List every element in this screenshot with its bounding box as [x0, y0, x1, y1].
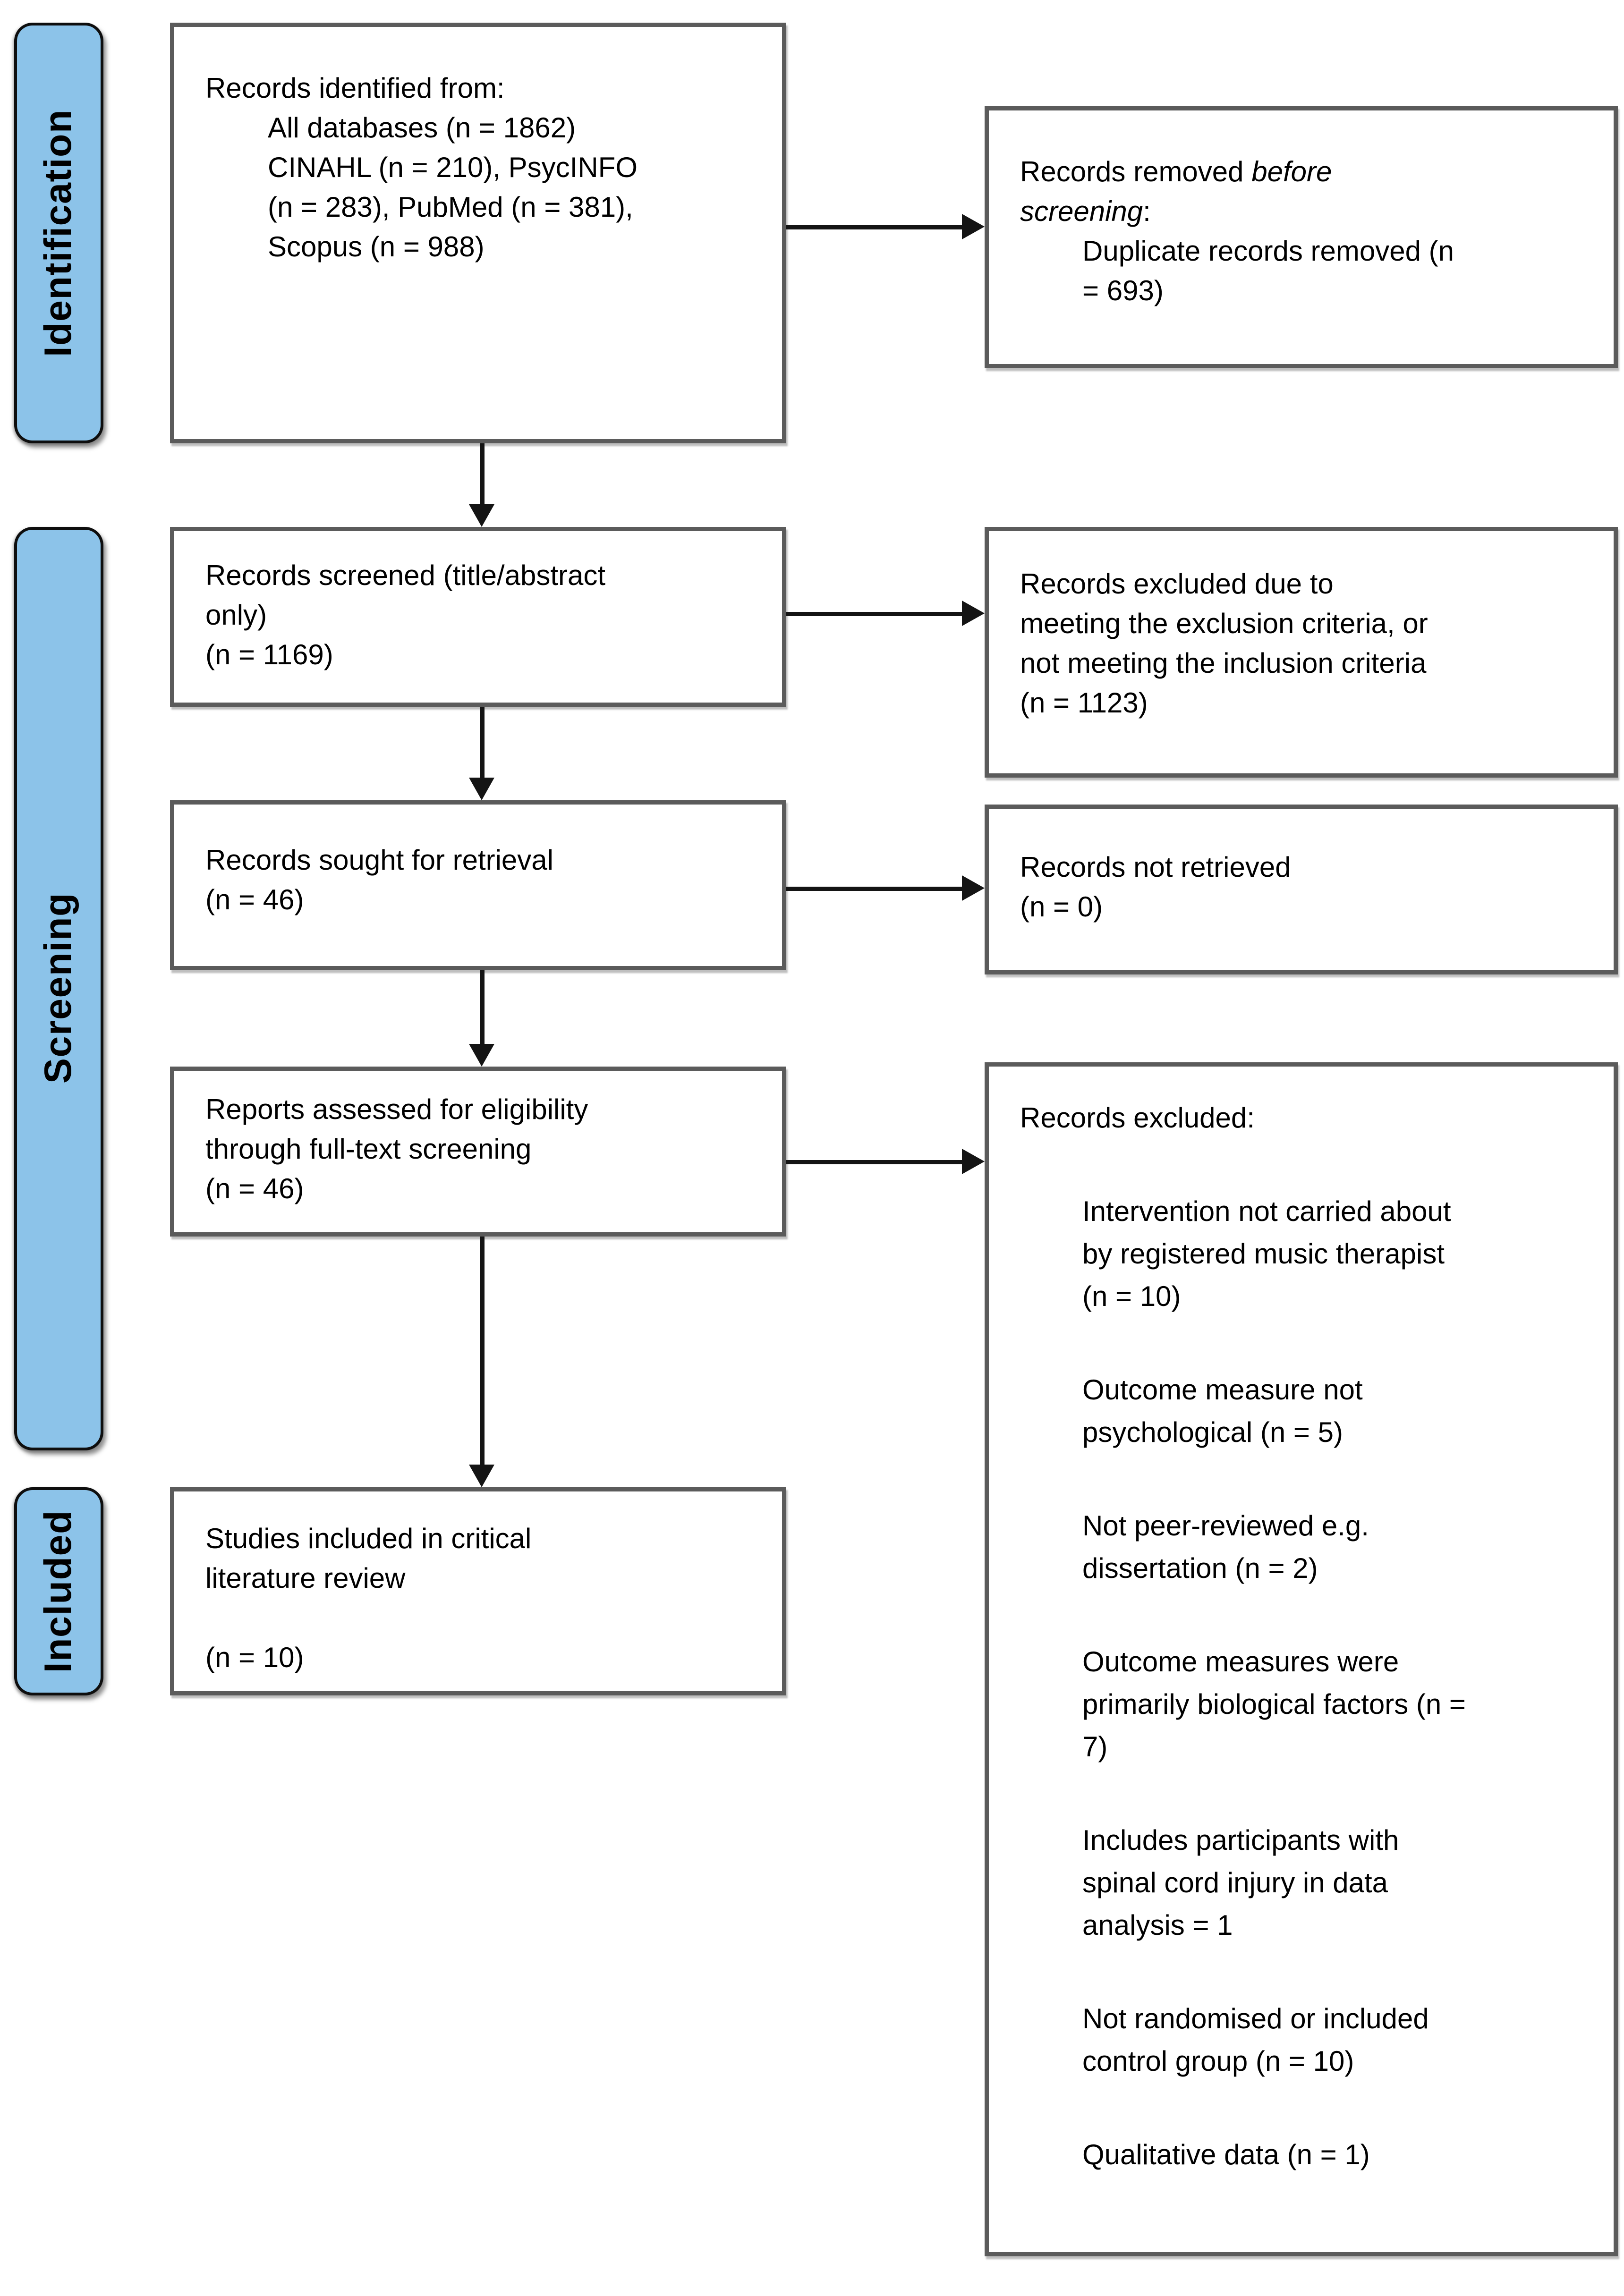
box-records-not-retrieved: Records not retrieved (n = 0) [985, 805, 1618, 974]
box-records-identified: Records identified from: All databases (… [170, 23, 786, 443]
box-studies-included: Studies included in critical literature … [170, 1487, 786, 1695]
arrowhead-screened-to-excluded [962, 601, 985, 626]
studies-included-line: Studies included in critical [205, 1524, 532, 1555]
arrowhead-identified-to-removed [962, 214, 985, 239]
records-excluded-line: Records excluded due to [1020, 569, 1334, 601]
arrowhead-sought-to-not-retrieved [962, 875, 985, 901]
stage-label-included: Included [14, 1487, 103, 1695]
records-screened-line: (n = 1169) [205, 640, 333, 671]
reports-assessed-line: (n = 46) [205, 1174, 304, 1205]
arrow-screened-to-excluded [786, 612, 962, 616]
exclusion-reason: Includes participants with spinal cord i… [1082, 1826, 1399, 1942]
arrow-sought-to-assessed [480, 970, 485, 1047]
studies-included-line: (n = 10) [205, 1643, 304, 1674]
exclusion-reason: Not peer-reviewed e.g. dissertation (n =… [1082, 1511, 1369, 1585]
box-records-screened: Records screened (title/abstract only) (… [170, 527, 786, 707]
records-removed-line: Records removed before [1020, 157, 1332, 188]
records-removed-line: = 693) [1082, 276, 1164, 307]
blank-line [205, 1599, 762, 1639]
exclusion-reason: Intervention not carried about by regist… [1082, 1197, 1451, 1313]
records-identified-line: Scopus (n = 988) [268, 232, 485, 263]
records-screened-line: Records screened (title/abstract [205, 561, 606, 592]
arrow-assessed-to-included [480, 1237, 485, 1467]
arrowhead-sought-to-assessed [469, 1044, 494, 1067]
exclusion-reason: Outcome measure not psychological (n = 5… [1082, 1375, 1363, 1449]
arrowhead-identified-to-screened [469, 504, 494, 527]
records-removed-line: screening: [1020, 197, 1151, 228]
arrow-assessed-to-excluded-fulltext [786, 1160, 962, 1164]
reports-assessed-line: Reports assessed for eligibility [205, 1095, 588, 1126]
arrow-screened-to-sought [480, 707, 485, 780]
records-identified-line: (n = 283), PubMed (n = 381), [268, 193, 633, 224]
box-records-excluded-fulltext: Records excluded: Intervention not carri… [985, 1062, 1618, 2256]
box-reports-assessed: Reports assessed for eligibility through… [170, 1067, 786, 1237]
records-not-retrieved-line: (n = 0) [1020, 892, 1103, 923]
box-records-excluded-criteria: Records excluded due to meeting the excl… [985, 527, 1618, 778]
arrow-sought-to-not-retrieved [786, 887, 962, 891]
records-identified-line: Records identified from: [205, 74, 505, 105]
records-identified-line: All databases (n = 1862) [268, 113, 576, 144]
stage-label-identification-text: Identification [37, 109, 79, 357]
box-records-removed-before-screening: Records removed before screening: Duplic… [985, 106, 1618, 368]
stage-label-included-text: Included [37, 1509, 79, 1673]
records-excluded-line: (n = 1123) [1020, 688, 1148, 720]
stage-label-screening: Screening [14, 527, 103, 1450]
exclusion-reason: Outcome measures were primarily biologic… [1082, 1647, 1466, 1763]
arrowhead-assessed-to-excluded-fulltext [962, 1149, 985, 1174]
arrow-identified-to-screened [480, 443, 485, 507]
records-excluded-line: not meeting the inclusion criteria [1020, 649, 1427, 680]
records-identified-line: CINAHL (n = 210), PsycINFO [268, 153, 638, 184]
arrowhead-screened-to-sought [469, 778, 494, 800]
records-sought-line: (n = 46) [205, 885, 304, 916]
records-screened-line: only) [205, 601, 267, 632]
records-removed-line: Duplicate records removed (n [1082, 237, 1454, 268]
exclusion-reason: Not randomised or included control group… [1082, 2004, 1429, 2078]
reports-assessed-line: through full-text screening [205, 1135, 532, 1166]
records-not-retrieved-line: Records not retrieved [1020, 853, 1291, 884]
stage-label-identification: Identification [14, 23, 103, 443]
arrowhead-assessed-to-included [469, 1465, 494, 1487]
records-excluded-line: meeting the exclusion criteria, or [1020, 609, 1428, 640]
stage-label-screening-text: Screening [37, 893, 79, 1084]
arrow-identified-to-removed [786, 225, 962, 229]
studies-included-line: literature review [205, 1564, 406, 1595]
records-sought-line: Records sought for retrieval [205, 846, 554, 877]
box-records-sought: Records sought for retrieval (n = 46) [170, 800, 786, 970]
exclusion-reason: Qualitative data (n = 1) [1082, 2140, 1370, 2171]
records-excluded-title: Records excluded: [1020, 1103, 1255, 1135]
